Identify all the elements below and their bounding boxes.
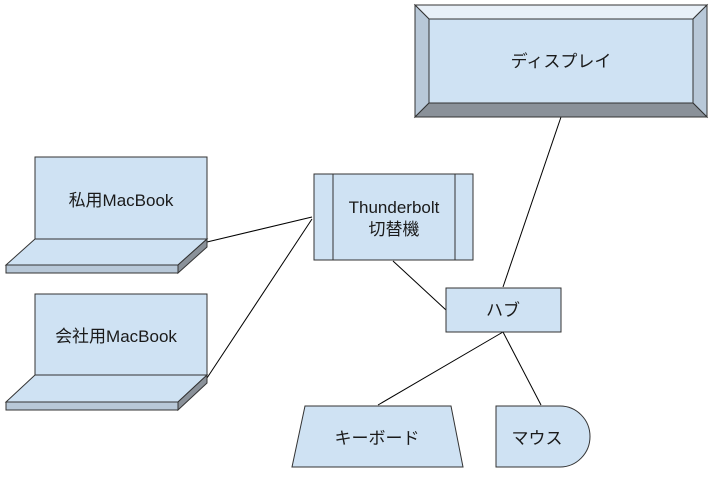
hub-label: ハブ xyxy=(486,300,520,320)
switcher-label-line2: 切替機 xyxy=(369,220,420,239)
private-macbook-base-front xyxy=(5,264,179,274)
work-macbook-base-top xyxy=(4,374,209,403)
private-macbook-label: 私用MacBook xyxy=(69,191,174,210)
connectors xyxy=(206,116,562,406)
work-macbook-screen xyxy=(34,293,208,376)
private-macbook-base-top xyxy=(4,238,209,266)
keyboard-label: キーボード xyxy=(335,429,420,448)
display-bevel-left xyxy=(414,3,430,119)
connector-work-macbook-to-switcher xyxy=(206,218,313,379)
connector-private-macbook-to-switcher xyxy=(206,216,313,243)
switcher-label-line1: Thunderbolt xyxy=(349,198,440,217)
mouse-node: マウス xyxy=(495,405,591,468)
switcher-node: Thunderbolt 切替機 xyxy=(313,173,474,261)
connector-hub-to-mouse xyxy=(502,331,542,406)
connector-switcher-to-hub xyxy=(392,260,447,311)
mouse-label: マウス xyxy=(512,429,563,448)
private-macbook-screen xyxy=(34,156,208,240)
display-label: ディスプレイ xyxy=(511,51,612,71)
private-macbook-node: 私用MacBook xyxy=(4,156,209,275)
keyboard-node: キーボード xyxy=(291,405,464,468)
connector-hub-to-keyboard xyxy=(377,331,504,406)
display-bevel-top xyxy=(413,4,709,20)
work-macbook-label: 会社用MacBook xyxy=(55,327,177,346)
display-node: ディスプレイ xyxy=(413,3,709,119)
work-macbook-base-front xyxy=(5,401,179,411)
display-bevel-bottom xyxy=(413,102,709,118)
display-bevel-right xyxy=(692,3,708,119)
hub-node: ハブ xyxy=(445,287,562,333)
connector-display-to-hub xyxy=(502,116,562,288)
work-macbook-node: 会社用MacBook xyxy=(4,293,209,412)
